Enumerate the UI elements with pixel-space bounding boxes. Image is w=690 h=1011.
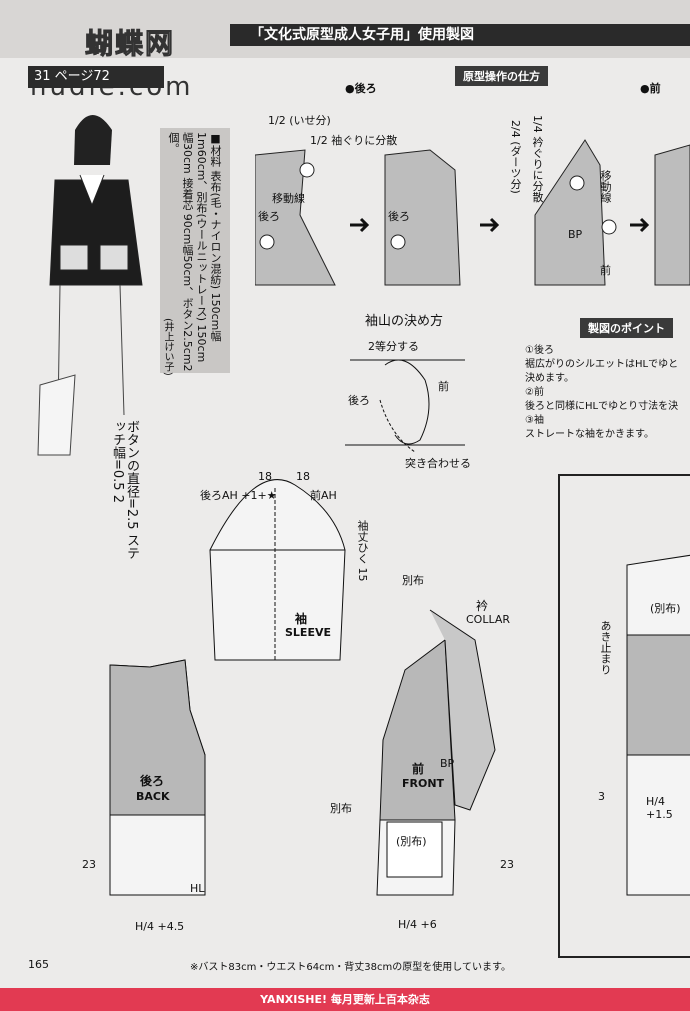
front-pattern	[376, 609, 496, 896]
open-end-label: あき止まり	[599, 620, 612, 675]
variation-width-label: H/4 +1.5	[646, 795, 673, 821]
back-label-2: 後ろ	[388, 210, 410, 223]
point-sleeve-text: ストレートな袖をかきます。	[525, 429, 654, 440]
variation-pattern	[626, 554, 690, 896]
halve-label: 2等分する	[368, 340, 419, 353]
move-line-label: 移動線	[272, 192, 305, 205]
back-23-label: 23	[82, 858, 96, 871]
butt-label: 突き合わせる	[405, 457, 471, 470]
button-note: ボタンの直径=2.5 ステッチ幅=0.5 2	[110, 420, 139, 560]
point-sleeve-head: ③袖	[525, 415, 544, 426]
title-bar	[230, 24, 690, 46]
collar-en-label: COLLAR	[466, 613, 511, 626]
model-illustration	[37, 115, 143, 456]
method-heading: 原型操作の仕方	[455, 66, 548, 86]
point-front-text: 後ろと同様にHLでゆとり寸法を決	[525, 401, 679, 412]
footer-note: ※バスト83cm・ウエスト64cm・背丈38cmの原型を使用しています。	[190, 962, 511, 973]
pocket-label: (別布)	[396, 835, 427, 848]
back-pattern	[109, 659, 206, 896]
variation-frame	[558, 474, 690, 958]
back-jp-label: 後ろ	[140, 774, 165, 788]
bp-label: BP	[568, 228, 583, 241]
sleeve-cap-sketch	[345, 359, 465, 453]
site-logo: 蝴蝶网	[84, 27, 176, 61]
construction-points: ①後ろ 裾広がりのシルエットはHLでゆと 決めます。 ②前 後ろと同様にHLでゆ…	[525, 344, 690, 442]
variation-52-label: 3	[598, 790, 605, 803]
materials-box	[160, 128, 230, 373]
front-label: ●前	[640, 82, 661, 95]
front-ah-label: 前AH	[310, 489, 337, 502]
back-ah-label: 後ろAH +1+★	[200, 489, 277, 502]
sketch-front-label: 前	[438, 380, 449, 393]
bottom-banner: YANXISHE! 每月更新上百本杂志	[0, 988, 690, 1011]
front-bp-label: BP	[440, 757, 455, 770]
sleeve-pattern	[209, 479, 346, 661]
point-front-head: ②前	[525, 387, 544, 398]
front-jp-label: 前	[412, 762, 425, 776]
back-label-1: 後ろ	[258, 210, 280, 223]
front-en-label: FRONT	[402, 777, 445, 790]
front-label-top: 前	[600, 264, 611, 277]
dart-label: 2/4 (ダーツ分)	[509, 120, 522, 194]
back-label: ●後ろ	[345, 82, 377, 95]
sleeve-jp-label: 袖	[295, 612, 308, 626]
point-back-head: ①後ろ	[525, 345, 554, 356]
sketch-back-label: 後ろ	[348, 394, 370, 407]
sleeve-cap-heading: 袖山の決め方	[365, 314, 444, 329]
collar-betsununo: 別布	[402, 574, 424, 587]
armhole-dart-label: 1/4 衿ぐりに分散	[531, 115, 544, 203]
front-23-label: 23	[500, 858, 514, 871]
collar-jp-label: 衿	[476, 599, 489, 613]
sleeve-length-label: 袖丈ひく 15	[356, 520, 369, 582]
front-width-label: H/4 +6	[398, 918, 437, 931]
page-title: 「文化式原型成人女子用」使用製図	[250, 27, 474, 43]
sleeve-en-label: SLEEVE	[285, 626, 331, 639]
block-diagrams	[255, 139, 690, 286]
hl-label: HL	[190, 882, 205, 895]
designer-note: (井上けい子)	[162, 318, 173, 376]
ease-label: 1/2 (いせ分)	[268, 114, 331, 127]
back-en-label: BACK	[136, 790, 170, 803]
front-betsununo: 別布	[330, 802, 352, 815]
variation-pocket-label: (別布)	[650, 602, 681, 615]
item-badge: 31 ページ72	[28, 66, 164, 88]
back-width-label: H/4 +4.5	[135, 920, 185, 933]
points-heading: 製図のポイント	[580, 318, 673, 338]
materials-text: ■材料 表布(毛・ナイロン混紡) 150cm幅1m60cm、別布(ウールニットレ…	[167, 132, 222, 372]
num-18a: 18	[258, 470, 272, 483]
point-back-text: 裾広がりのシルエットはHLでゆと 決めます。	[525, 359, 679, 384]
num-18b: 18	[296, 470, 310, 483]
page-number: 165	[28, 958, 49, 971]
move-line-label-front: 移動線	[599, 170, 612, 203]
neck-dart-label: 1/2 袖ぐりに分散	[310, 134, 398, 147]
